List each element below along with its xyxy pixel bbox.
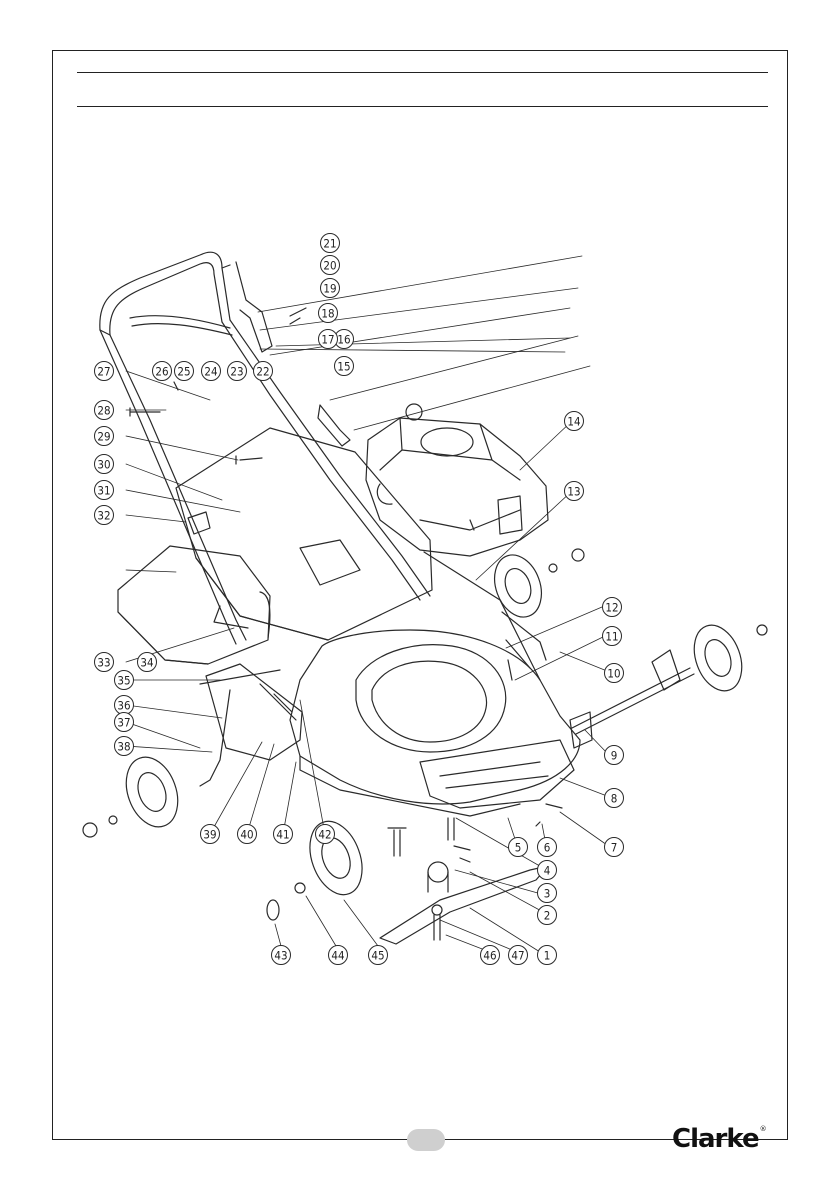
brand-logo: Clarke®: [672, 1124, 766, 1154]
blade: [380, 818, 548, 944]
callout-label: 1: [544, 949, 551, 963]
callout-label: 43: [274, 949, 287, 963]
leader-lines: [126, 256, 607, 952]
callout-label: 28: [97, 404, 110, 418]
callout-label: 35: [117, 674, 130, 688]
wheels: [83, 548, 767, 920]
engine: [366, 404, 548, 556]
callout-label: 24: [204, 365, 217, 379]
callout-label: 30: [97, 458, 110, 472]
callout-label: 17: [321, 333, 334, 347]
callout-label: 46: [483, 949, 496, 963]
callout-label: 3: [544, 887, 551, 901]
callout-label: 44: [331, 949, 344, 963]
callout-label: 31: [97, 484, 110, 498]
callout-label: 25: [177, 365, 190, 379]
callout-label: 34: [140, 656, 153, 670]
callout-label: 12: [605, 601, 618, 615]
callout-label: 15: [337, 360, 350, 374]
callout-label: 4: [544, 864, 551, 878]
callout-label: 36: [117, 699, 130, 713]
callout-label: 29: [97, 430, 110, 444]
callout-label: 47: [511, 949, 524, 963]
height-adjuster: [200, 664, 302, 786]
callout-label: 8: [611, 792, 618, 806]
callout-label: 33: [97, 656, 110, 670]
callout-label: 40: [240, 828, 253, 842]
callout-label: 7: [611, 841, 618, 855]
mower-deck: [290, 552, 580, 816]
callout-label: 18: [321, 307, 334, 321]
callout-label: 41: [276, 828, 289, 842]
callout-label: 45: [371, 949, 384, 963]
callout-label: 5: [515, 841, 522, 855]
grass-catcher: [118, 428, 432, 664]
callout-label: 2: [544, 909, 551, 923]
callout-label: 39: [203, 828, 216, 842]
callout-label: 11: [605, 630, 618, 644]
callout-label: 6: [544, 841, 551, 855]
callout-label: 32: [97, 509, 110, 523]
callout-label: 21: [323, 237, 336, 251]
callout-label: 16: [337, 333, 350, 347]
callout-label: 22: [256, 365, 269, 379]
callout-label: 27: [97, 365, 110, 379]
callout-label: 20: [323, 259, 336, 273]
callout-label: 37: [117, 716, 130, 730]
callout-label: 13: [567, 485, 580, 499]
brand-name: Clarke: [672, 1124, 759, 1154]
page-number-badge: [407, 1129, 445, 1151]
callout-label: 42: [318, 828, 331, 842]
callout-label: 10: [607, 667, 620, 681]
brand-registered-mark: ®: [760, 1125, 766, 1133]
callout-label: 19: [323, 282, 336, 296]
callout-label: 23: [230, 365, 243, 379]
callout-label: 14: [567, 415, 580, 429]
callout-label: 38: [117, 740, 130, 754]
callout-label: 26: [155, 365, 168, 379]
callout-label: 9: [611, 749, 618, 763]
